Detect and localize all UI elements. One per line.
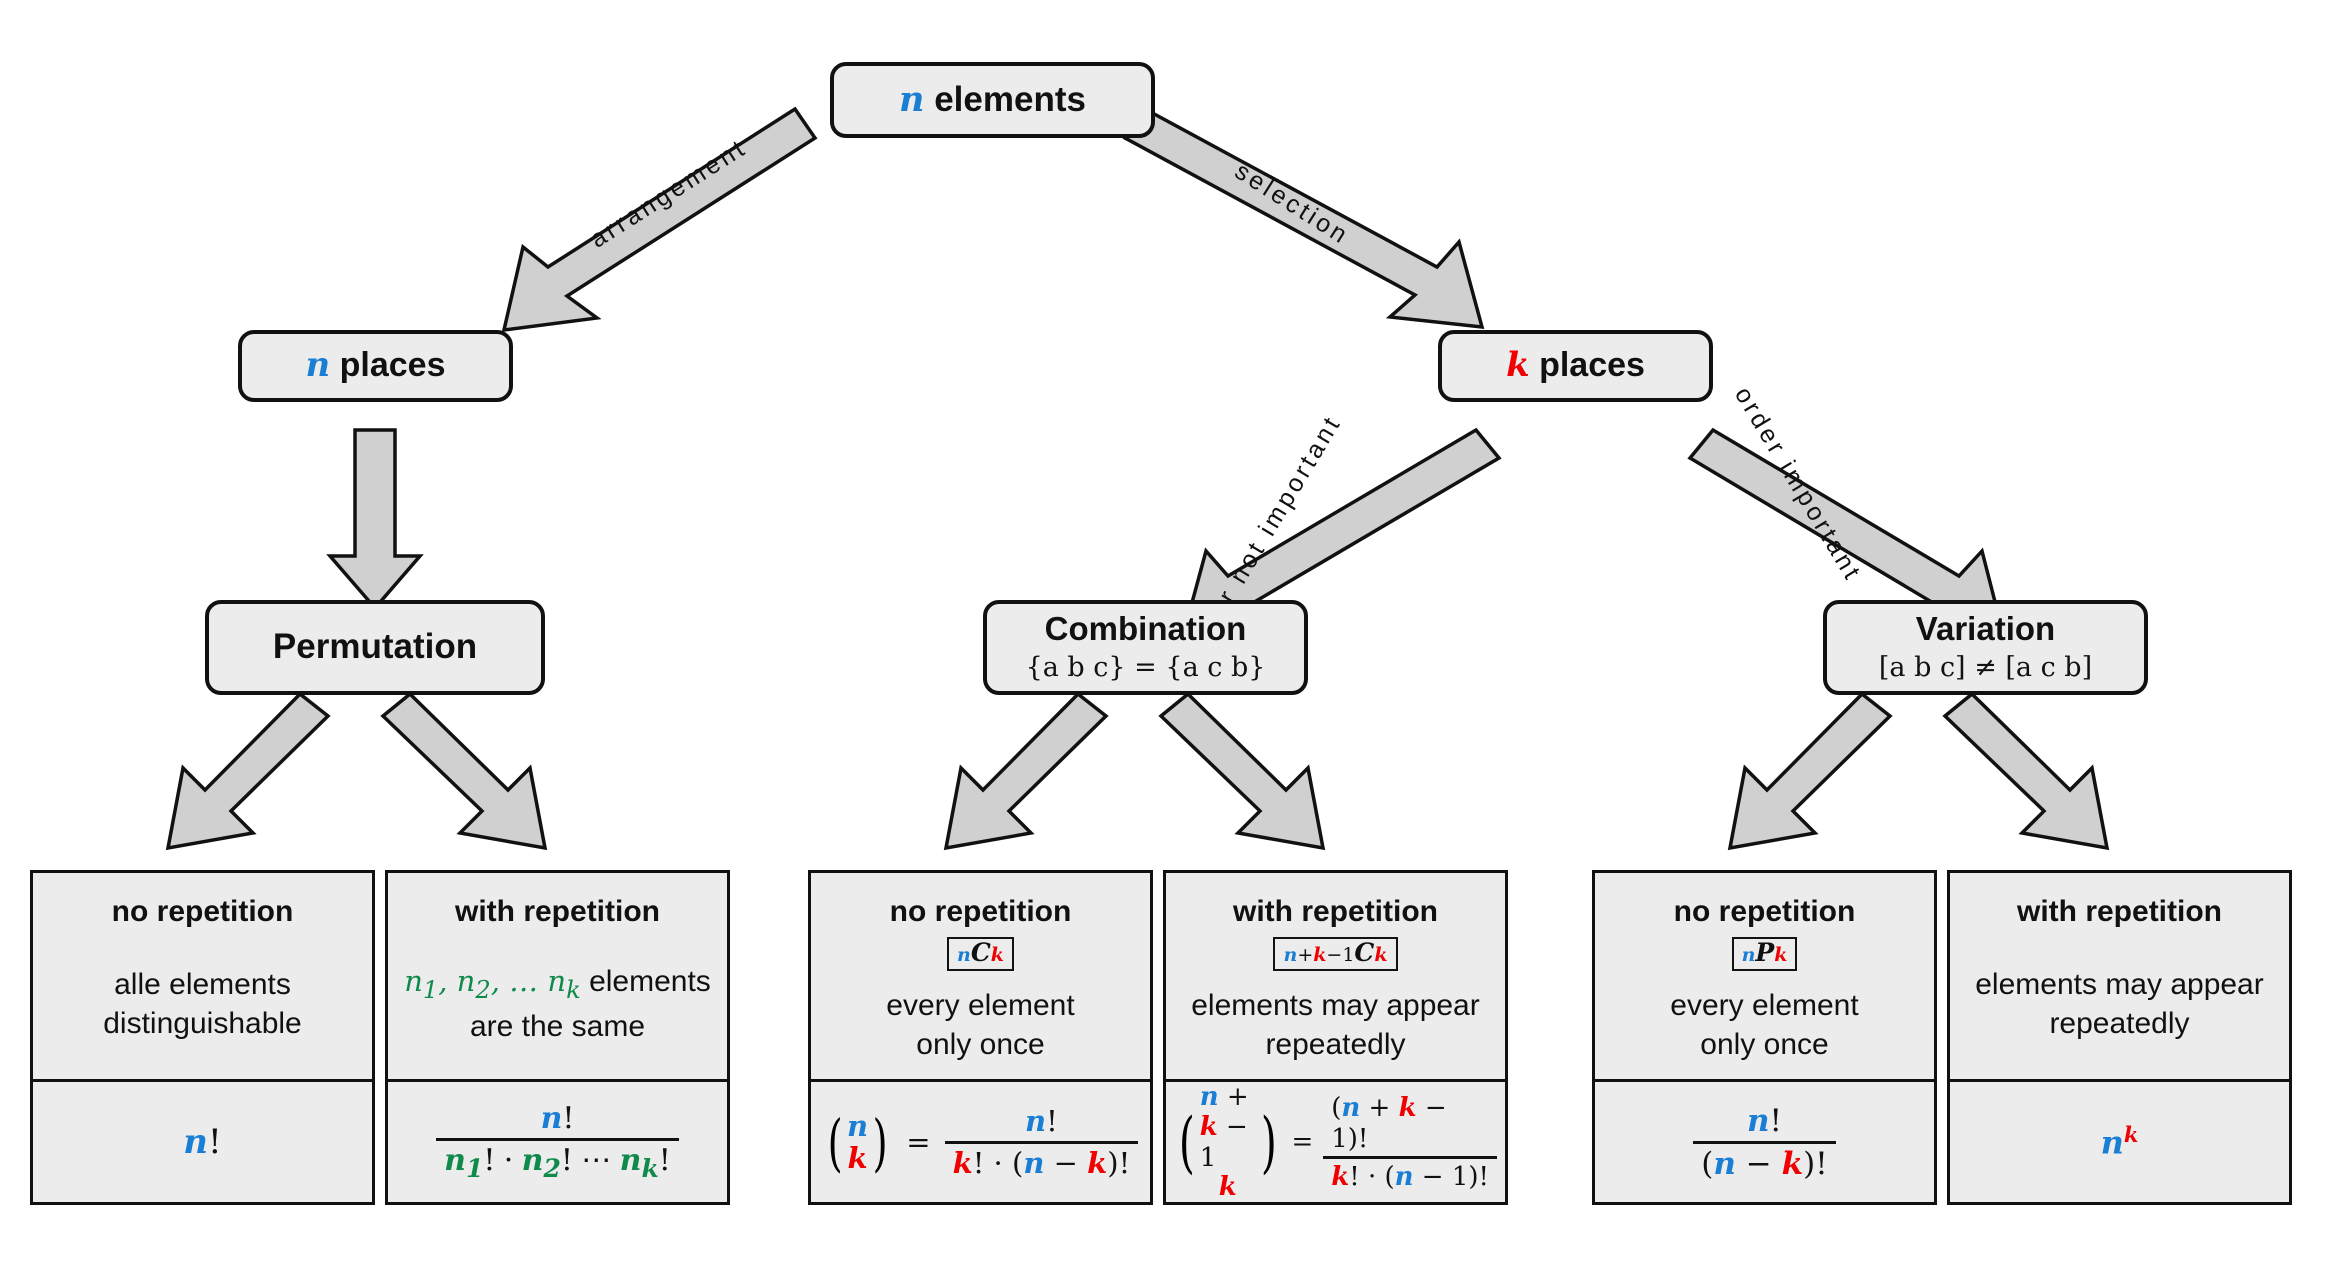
edge-permutation-right-arrow [380, 691, 548, 851]
nplaces-label: places [330, 346, 446, 385]
badge-nPk: nPk [1731, 937, 1798, 971]
leaf-body-line: alle elements [114, 968, 291, 1001]
node-permutation[interactable]: Permutation [205, 600, 545, 695]
edge-combination-right-arrow [1158, 691, 1326, 851]
leaf-formula: n! [33, 1079, 372, 1202]
kplaces-var: k [1506, 345, 1530, 386]
leaf-body: every element only once [1595, 971, 1934, 1079]
combination-subtitle: {a b c} = {a c b} [1025, 651, 1266, 683]
leaf-body-line: repeatedly [1265, 1028, 1406, 1061]
combination-title: Combination [1044, 610, 1247, 648]
leaf-head: no repetition nPk [1595, 873, 1934, 971]
nplaces-var: n [305, 345, 331, 386]
node-k-places[interactable]: k places [1438, 330, 1713, 402]
leaf-permutation-no-repetition[interactable]: no repetition alle elements distinguisha… [30, 870, 375, 1205]
leaf-head: no repetition nCk [811, 873, 1150, 971]
badge-nCk: nCk [947, 937, 1014, 971]
leaf-body: elements may appear repeatedly [1950, 929, 2289, 1079]
root-var: n [899, 78, 925, 120]
leaf-permutation-with-repetition[interactable]: with repetition n1, n2, … nk elements ar… [385, 870, 730, 1205]
node-combination[interactable]: Combination {a b c} = {a c b} [983, 600, 1308, 695]
badge-n-plus-k-minus-1-C-k: n+k−1Ck [1273, 937, 1398, 971]
node-n-elements[interactable]: n elements [830, 62, 1155, 138]
leaf-body-line: every element [886, 989, 1075, 1022]
edge-arrangement-arrow [501, 106, 818, 333]
leaf-body-line: elements may appear [1191, 989, 1480, 1022]
leaf-combination-no-repetition[interactable]: no repetition nCk every element only onc… [808, 870, 1153, 1205]
node-n-places[interactable]: n places [238, 330, 513, 402]
edge-nplaces-permutation-arrow [326, 428, 424, 611]
leaf-body: n1, n2, … nk elements are the same [404, 964, 711, 1043]
edge-variation-right-arrow [1942, 691, 2110, 851]
leaf-head-label: no repetition [1673, 895, 1856, 928]
edge-combination-left-arrow [943, 691, 1109, 851]
edge-selection-arrow [1122, 106, 1485, 330]
permutation-title: Permutation [272, 627, 478, 667]
root-label: elements [924, 79, 1086, 119]
leaf-variation-no-repetition[interactable]: no repetition nPk every element only onc… [1592, 870, 1937, 1205]
variation-subtitle: [a b c] ≠ [a c b] [1878, 651, 2093, 683]
leaf-body-line: only once [1700, 1028, 1829, 1061]
leaf-variation-with-repetition[interactable]: with repetition elements may appear repe… [1947, 870, 2292, 1205]
leaf-head-label: with repetition [1233, 895, 1438, 928]
leaf-body-line: only once [916, 1028, 1045, 1061]
variation-title: Variation [1915, 610, 2056, 648]
leaf-formula: nk [1950, 1079, 2289, 1202]
leaf-head: with repetition [388, 873, 727, 929]
leaf-formula: n! (n − k)! [1595, 1079, 1934, 1202]
leaf-body: elements may appear repeatedly [1166, 971, 1505, 1079]
leaf-head: with repetition n+k−1Ck [1166, 873, 1505, 971]
leaf-head-label: no repetition [111, 895, 294, 928]
leaf-head: no repetition [33, 873, 372, 929]
leaf-head-label: with repetition [455, 895, 660, 928]
edge-variation-left-arrow [1727, 691, 1893, 851]
leaf-head: with repetition [1950, 873, 2289, 929]
leaf-formula: n! n1! · n2! ⋯ nk! [388, 1079, 727, 1202]
leaf-body: every element only once [811, 971, 1150, 1079]
leaf-body-line: repeatedly [2049, 1007, 2190, 1040]
leaf-body-line: every element [1670, 989, 1859, 1022]
kplaces-label: places [1529, 346, 1645, 385]
leaf-body-line: distinguishable [103, 1007, 302, 1040]
edge-permutation-left-arrow [165, 691, 331, 851]
node-variation[interactable]: Variation [a b c] ≠ [a c b] [1823, 600, 2148, 695]
leaf-head-label: with repetition [2017, 895, 2222, 928]
leaf-body-line: elements may appear [1975, 968, 2264, 1001]
leaf-body: alle elements distinguishable [33, 929, 372, 1079]
leaf-combination-with-repetition[interactable]: with repetition n+k−1Ck elements may app… [1163, 870, 1508, 1205]
leaf-head-label: no repetition [889, 895, 1072, 928]
